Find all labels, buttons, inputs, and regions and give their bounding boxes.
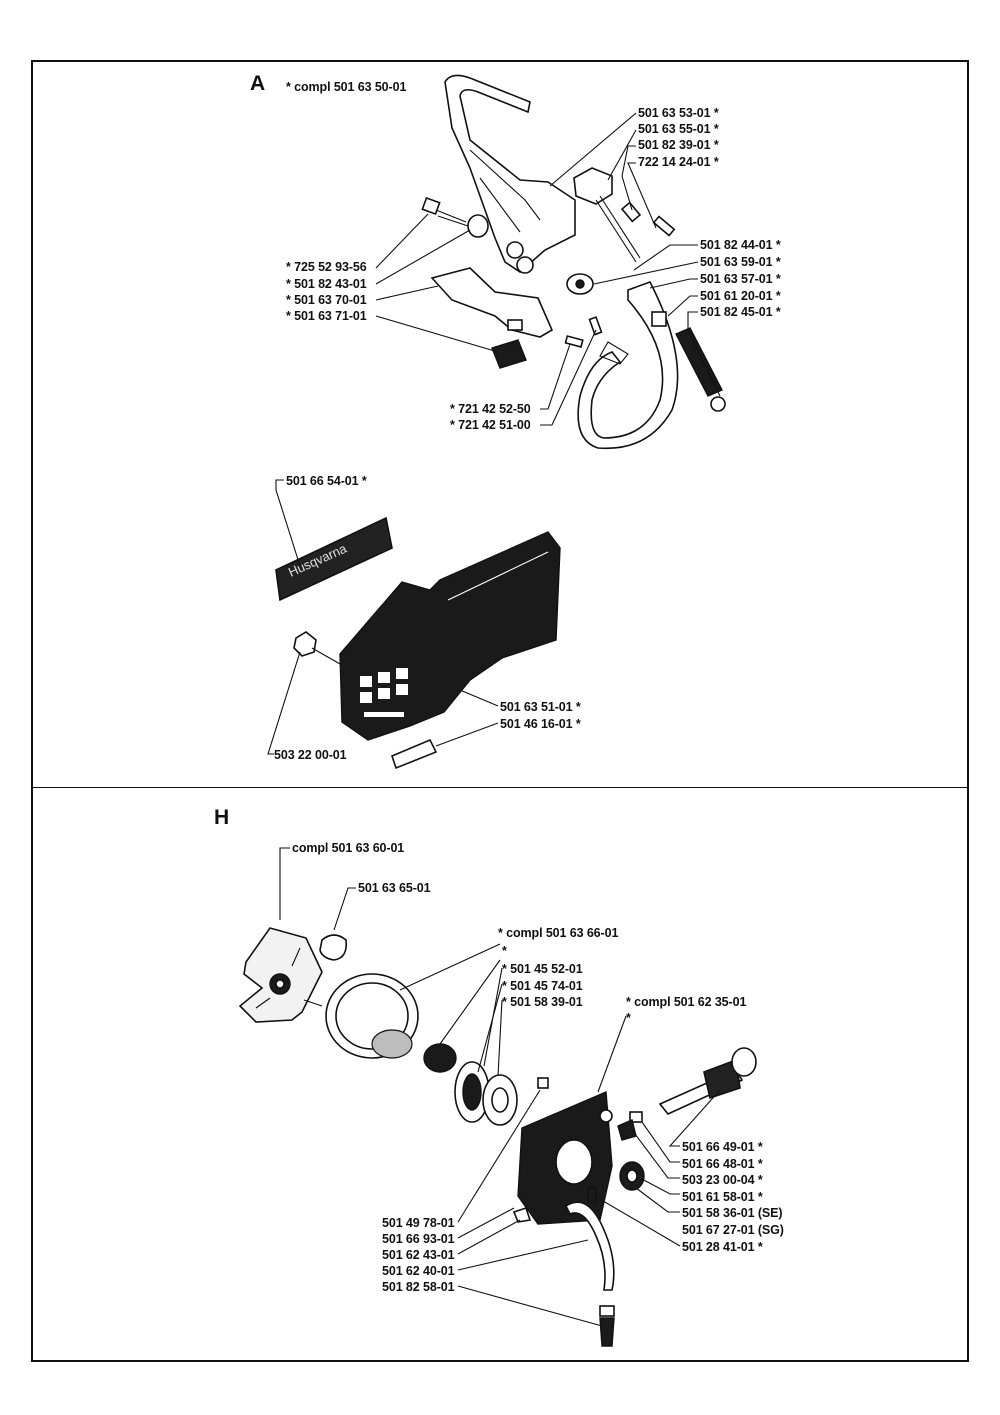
label-h17: 501 49 78-01 xyxy=(382,1216,455,1230)
brake-block xyxy=(573,167,613,205)
husqvarna-decal xyxy=(275,516,393,602)
label-a2: 501 63 55-01 * xyxy=(638,122,719,136)
label-a10: * 725 52 93-56 xyxy=(286,260,367,274)
label-a16: 501 66 54-01 * xyxy=(286,474,367,488)
label-h1: compl 501 63 60-01 xyxy=(292,841,405,855)
brake-band xyxy=(577,281,679,450)
label-a19: 503 22 00-01 xyxy=(274,748,347,762)
label-h21: 501 82 58-01 xyxy=(382,1280,455,1294)
label-h16: 501 28 41-01 * xyxy=(682,1240,763,1254)
label-h13: 501 61 58-01 * xyxy=(682,1190,763,1204)
label-h12: 503 23 00-04 * xyxy=(682,1173,763,1187)
label-h14: 501 58 36-01 (SE) xyxy=(682,1206,783,1220)
label-a14: * 721 42 52-50 xyxy=(450,402,531,416)
leader-lines-h xyxy=(279,847,721,1327)
label-a11: * 501 82 43-01 xyxy=(286,277,367,291)
label-a18: 501 46 16-01 * xyxy=(500,717,581,731)
label-a9: 501 82 45-01 * xyxy=(700,305,781,319)
clutch-cover xyxy=(339,531,561,741)
label-a1: 501 63 53-01 * xyxy=(638,106,719,120)
oil-hose xyxy=(564,1201,615,1291)
label-a8: 501 61 20-01 * xyxy=(700,289,781,303)
label-h18: 501 66 93-01 xyxy=(382,1232,455,1246)
label-a4: 722 14 24-01 * xyxy=(638,155,719,169)
label-a7: 501 63 57-01 * xyxy=(700,272,781,286)
label-a15: * 721 42 51-00 xyxy=(450,418,531,432)
section-h-panel xyxy=(31,787,969,1362)
label-h7: * 501 58 39-01 xyxy=(502,995,583,1009)
label-h15: 501 67 27-01 (SG) xyxy=(682,1223,784,1237)
label-a13: * 501 63 71-01 xyxy=(286,309,367,323)
brake-lever xyxy=(430,267,554,338)
section-h-letter: H xyxy=(214,806,230,829)
label-h5: * 501 45 52-01 xyxy=(502,962,583,976)
chain-brake-handle xyxy=(444,74,576,274)
label-h3: * compl 501 63 66-01 xyxy=(498,926,619,940)
label-h11: 501 66 48-01 * xyxy=(682,1157,763,1171)
cover-vents xyxy=(360,668,408,717)
section-a-letter: A xyxy=(250,72,266,95)
label-h6: * 501 45 74-01 xyxy=(502,979,583,993)
label-h19: 501 62 43-01 xyxy=(382,1248,455,1262)
label-h20: 501 62 40-01 xyxy=(382,1264,455,1278)
label-h9: * xyxy=(626,1011,631,1025)
label-h2: 501 63 65-01 xyxy=(358,881,431,895)
label-a6: 501 63 59-01 * xyxy=(700,255,781,269)
label-compl-head: * compl 501 63 50-01 xyxy=(286,80,407,94)
label-a5: 501 82 44-01 * xyxy=(700,238,781,252)
needle-bearing xyxy=(423,1043,457,1073)
leader-lines-a xyxy=(267,112,721,755)
label-h8: * compl 501 62 35-01 xyxy=(626,995,747,1009)
label-a17: 501 63 51-01 * xyxy=(500,700,581,714)
label-h4: * xyxy=(502,944,507,958)
label-a12: * 501 63 70-01 xyxy=(286,293,367,307)
label-h10: 501 66 49-01 * xyxy=(682,1140,763,1154)
label-a3: 501 82 39-01 * xyxy=(638,138,719,152)
